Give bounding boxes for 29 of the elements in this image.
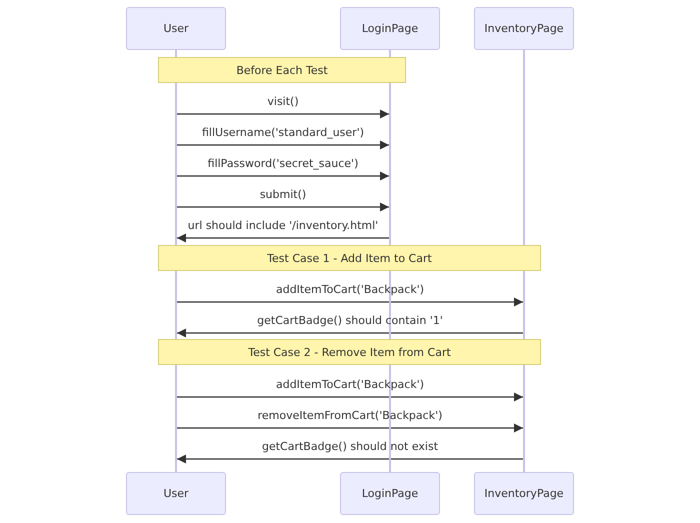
message-arrow xyxy=(177,171,389,181)
message-arrow xyxy=(177,140,389,150)
message-label: visit() xyxy=(267,95,299,108)
message-label: addItemToCart('Backpack') xyxy=(276,283,424,296)
note-box: Test Case 2 - Remove Item from Cart xyxy=(158,339,541,365)
message-label: fillPassword('secret_sauce') xyxy=(208,157,358,170)
participant-box: LoginPage xyxy=(340,472,440,515)
note-box: Before Each Test xyxy=(158,57,406,83)
participant-box: LoginPage xyxy=(340,7,440,50)
note-box: Test Case 1 - Add Item to Cart xyxy=(158,245,541,271)
message-arrow xyxy=(177,202,389,212)
participant-box: User xyxy=(126,472,226,515)
message-label: getCartBadge() should contain '1' xyxy=(257,314,443,327)
participant-box: User xyxy=(126,7,226,50)
message-arrow xyxy=(177,328,523,338)
message-arrow xyxy=(177,454,523,464)
message-label: url should include '/inventory.html' xyxy=(188,219,378,232)
message-label: fillUsername('standard_user') xyxy=(202,126,364,139)
message-arrow xyxy=(177,109,389,119)
message-arrow xyxy=(177,297,523,307)
message-label: addItemToCart('Backpack') xyxy=(276,378,424,391)
message-label: getCartBadge() should not exist xyxy=(262,440,438,453)
message-arrow xyxy=(177,233,389,243)
message-arrow xyxy=(177,392,523,402)
message-arrow xyxy=(177,423,523,433)
participant-box: InventoryPage xyxy=(474,7,574,50)
message-label: removeItemFromCart('Backpack') xyxy=(258,409,442,422)
participant-box: InventoryPage xyxy=(474,472,574,515)
message-label: submit() xyxy=(260,188,306,201)
